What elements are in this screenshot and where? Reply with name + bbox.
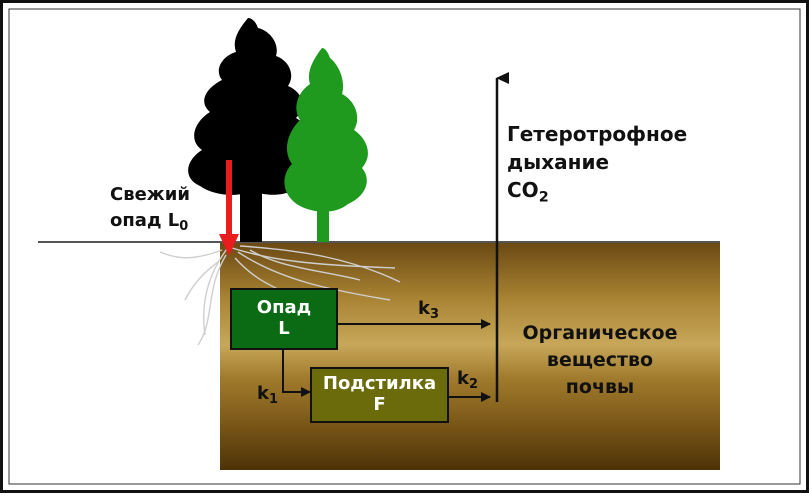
litter-box: Опад L <box>230 288 338 350</box>
soil-block <box>220 242 720 470</box>
forest-floor-box: Подстилка F <box>310 367 449 423</box>
k3-label: k3 <box>418 298 439 322</box>
fresh-litter-subscript: 0 <box>179 218 189 234</box>
fresh-litter-line2: опад L0 <box>110 210 189 234</box>
respiration-line1: Гетеротрофное <box>507 122 688 146</box>
k1-index: 1 <box>268 391 278 407</box>
black-tree <box>188 18 311 242</box>
organic-line1: Органическое <box>522 322 678 344</box>
fresh-litter-label: Свежий опад L0 <box>110 182 190 240</box>
co2-label: CO2 <box>507 178 549 206</box>
k2-label: k2 <box>457 368 478 392</box>
k1-arrow <box>282 350 311 397</box>
co2-subscript: 2 <box>538 189 549 206</box>
litter-box-title: Опад <box>256 297 312 319</box>
k2-index: 2 <box>468 376 478 392</box>
organic-matter-label: Органическое вещество почвы <box>515 320 685 401</box>
green-tree <box>284 48 368 242</box>
respiration-line2: дыхание <box>507 150 610 174</box>
inner-frame <box>8 8 801 485</box>
fresh-litter-line1: Свежий <box>110 184 190 205</box>
forest-floor-box-title: Подстилка <box>322 373 437 395</box>
k1-label: k1 <box>257 383 278 407</box>
fresh-litter-arrow <box>219 160 239 256</box>
k3-index: 3 <box>429 306 439 322</box>
organic-line2: вещество <box>546 349 654 371</box>
forest-floor-box-symbol: F <box>373 394 386 415</box>
organic-line3: почвы <box>565 376 635 398</box>
litter-box-symbol: L <box>278 318 290 339</box>
respiration-label: Гетеротрофное дыхание CO2 <box>507 120 687 211</box>
